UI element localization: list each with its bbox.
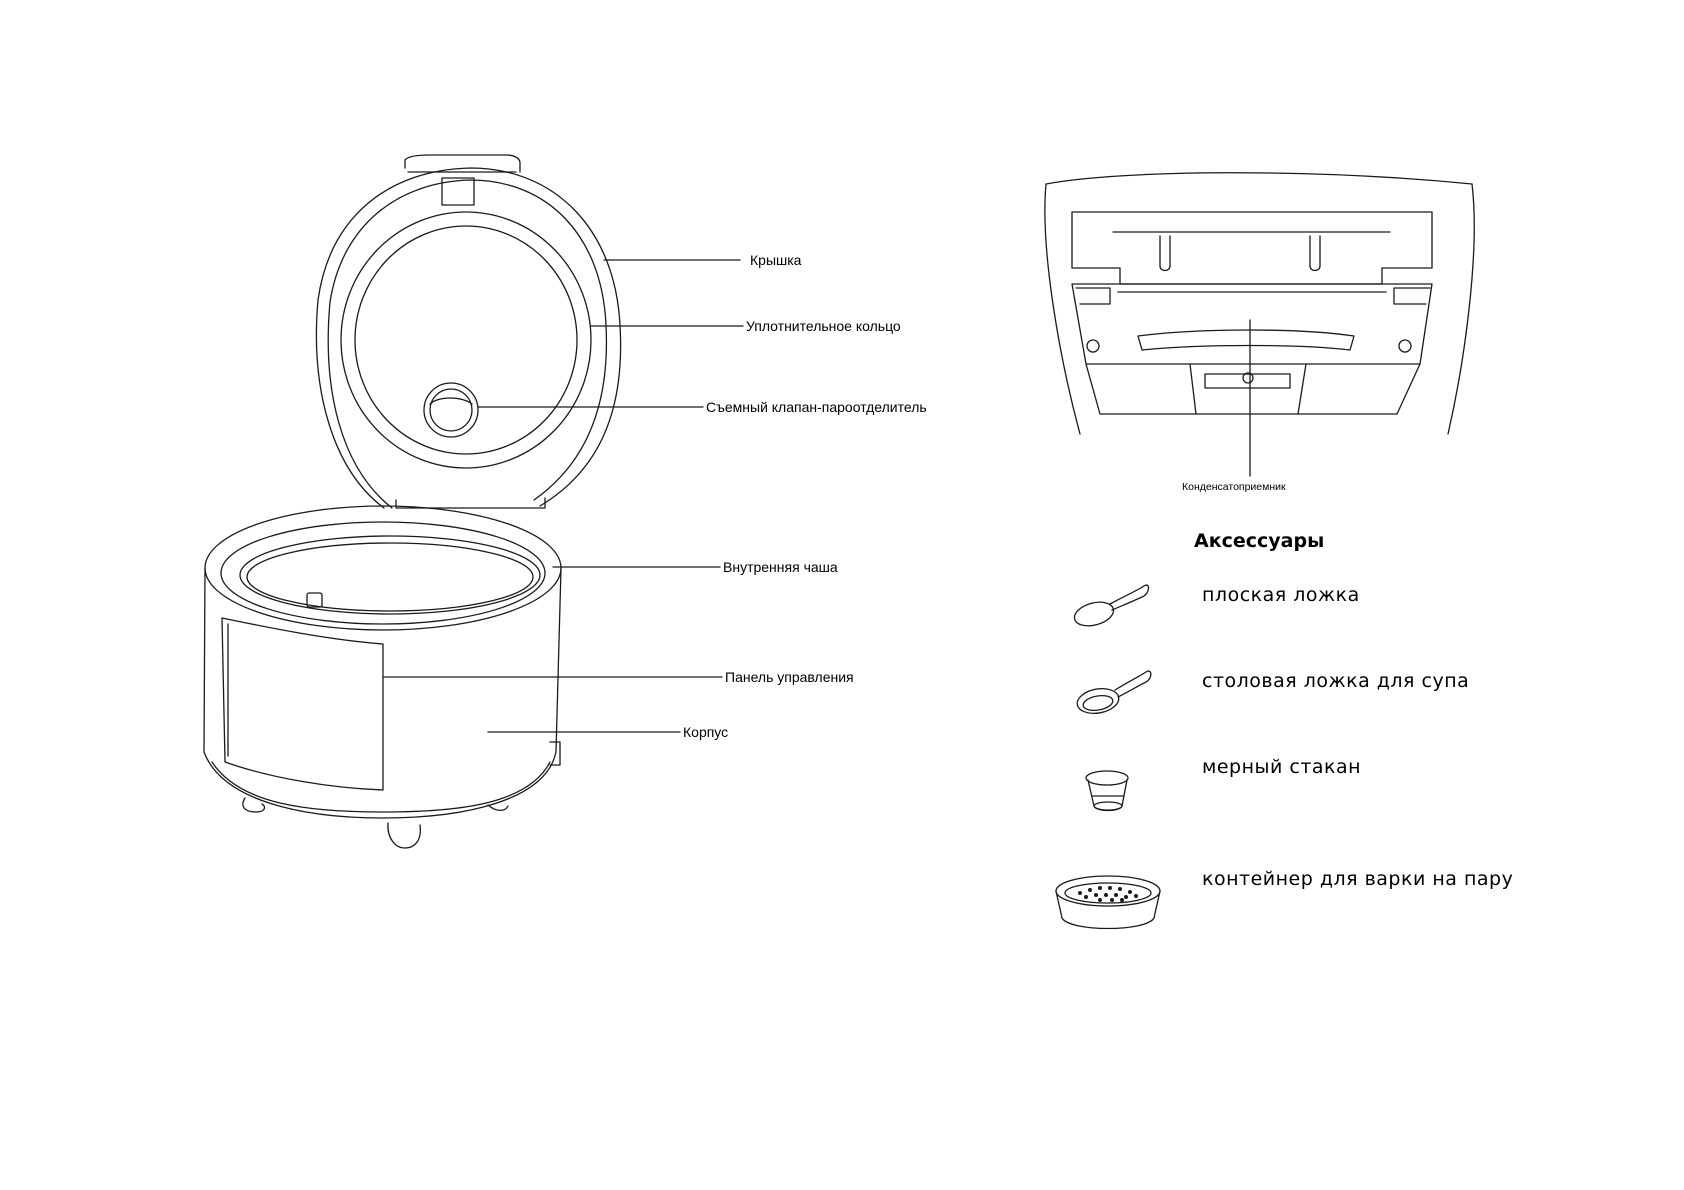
label-body: Корпус [683, 724, 729, 740]
inner-bowl-rim [239, 535, 541, 615]
accessory-label-measuring-cup: мерный стакан [1202, 756, 1362, 778]
steamer-container-icon [1055, 875, 1161, 930]
measuring-cup-icon [1085, 770, 1129, 812]
label-condensate-collector: Конденсатоприемник [1182, 481, 1286, 493]
label-inner-bowl: Внутренняя чаша [723, 559, 838, 575]
accessory-label-steamer-container: контейнер для варки на пару [1202, 868, 1514, 890]
label-sealing-ring: Уплотнительное кольцо [746, 318, 901, 334]
lid-illustration [315, 154, 622, 509]
cooker-leader-lines [382, 259, 744, 733]
body-illustration [203, 505, 562, 849]
rear-view-illustration [1044, 172, 1475, 477]
multicooker-illustration [203, 154, 744, 849]
flat-spoon-icon [1073, 584, 1150, 627]
accessory-label-soup-spoon: столовая ложка для супа [1202, 670, 1470, 692]
label-control-panel: Панель управления [725, 669, 854, 685]
accessory-label-flat-spoon: плоская ложка [1202, 584, 1360, 606]
condensate-collector-illustration [1137, 329, 1355, 389]
soup-spoon-icon [1076, 670, 1152, 715]
accessories-title: Аксессуары [1194, 530, 1325, 552]
label-lid: Крышка [750, 252, 802, 268]
steam-valve-illustration [423, 382, 479, 438]
control-panel-illustration [221, 617, 384, 791]
label-steam-valve: Съемный клапан-пароотделитель [706, 399, 927, 415]
